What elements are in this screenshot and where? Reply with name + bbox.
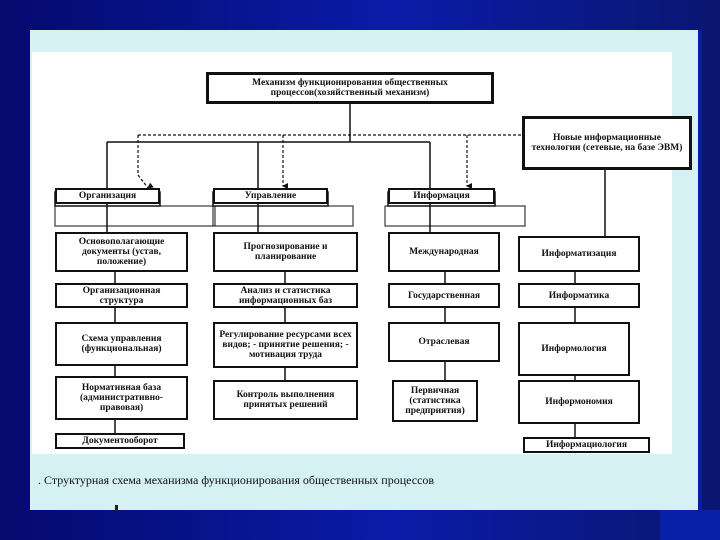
col4-item: Информология [518,322,630,376]
category-information: Информация [388,188,495,204]
col4-item: Информациология [523,437,650,453]
figure-caption: . Структурная схема механизма функционир… [38,473,435,487]
col3-item: Отраслевая [388,322,500,362]
col3-item: Международная [388,232,500,272]
col1-item: Схема управления (функциональная) [55,322,188,366]
category-organization: Организация [55,188,160,204]
category-management: Управление [213,188,328,204]
col2-item: Анализ и статистика информационных баз [213,283,358,308]
col3-item: Государственная [388,283,500,308]
col2-item: Прогнозирование и планирование [213,232,358,272]
col4-item: Информатика [518,283,640,308]
col1-item: Документооборот [55,433,185,449]
bottom-mark [115,505,118,511]
col1-item: Основополагающие документы (устав, полож… [55,232,188,272]
decorative-bar [660,510,720,540]
it-technologies-box: Новые информационные технологии (сетевые… [522,116,692,170]
col4-item: Информатизация [518,236,640,272]
col4-item: Информономия [518,380,640,424]
col1-item: Нормативная база (административно-правов… [55,376,188,420]
root-box: Механизм функционирования общественных п… [206,72,494,104]
col3-item: Первичная (статистика предприятия) [392,380,478,422]
col2-item: Контроль выполнения принятых решений [213,380,358,420]
decorative-bar [698,30,702,510]
col1-item: Организационная структура [55,283,188,308]
col2-item: Регулирование ресурсами всех видов; - пр… [213,322,358,368]
